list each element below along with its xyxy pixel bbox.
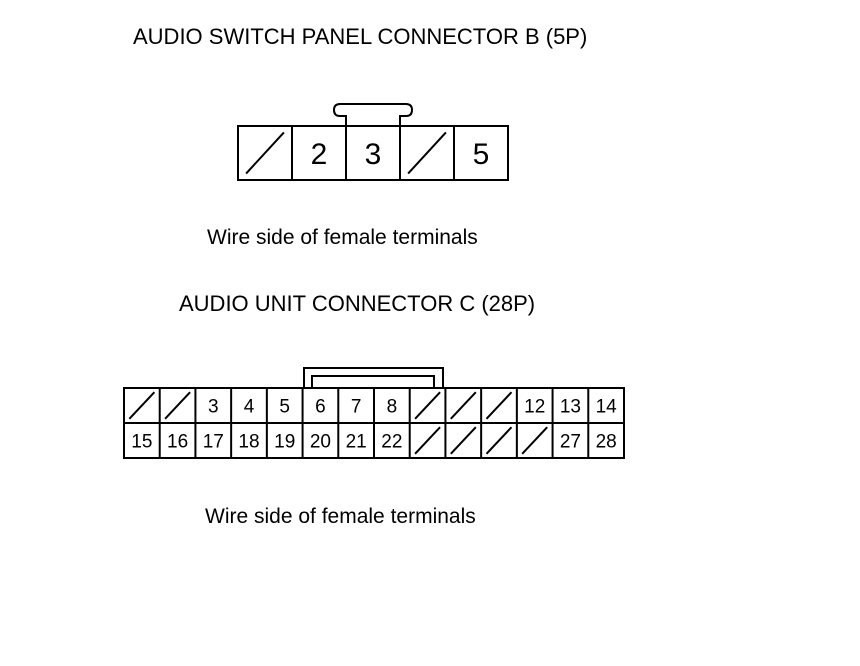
connector-c-bottom-pin-label: 15 xyxy=(131,431,152,452)
connector-c-bottom-pin-label: 22 xyxy=(381,431,402,452)
connector-c-lock-tab xyxy=(303,367,444,388)
connector-c-top-pin-label: 12 xyxy=(524,396,545,417)
connector-c-top-pin-label: 13 xyxy=(560,396,581,417)
connector-c-bottom-pin-label: 17 xyxy=(203,431,224,452)
connector-c-bottom-pin-label: 28 xyxy=(596,431,617,452)
connector-c-top-pin-label: 5 xyxy=(279,396,290,417)
connector-c-top-unused-slash xyxy=(485,391,513,420)
connector-c-bottom-pin-label: 27 xyxy=(560,431,581,452)
connector-c-bottom-pin-label: 20 xyxy=(310,431,331,452)
connector-c-top-pin-label: 8 xyxy=(387,396,398,417)
connector-c-title: AUDIO UNIT CONNECTOR C (28P) xyxy=(179,291,536,316)
connector-b-pin-label: 2 xyxy=(311,138,328,171)
connector-c-top-pin-label: 6 xyxy=(315,396,326,417)
connector-c-top-pin-label: 14 xyxy=(596,396,618,417)
connector-c-bottom-unused-slash xyxy=(450,426,477,455)
connector-b-unused-slash xyxy=(245,131,285,175)
connector-c-bottom-unused-slash xyxy=(414,426,441,455)
connector-c-top-pin-label: 3 xyxy=(208,396,219,417)
connector-c-top-pin-label: 4 xyxy=(244,396,255,417)
connector-c-caption: Wire side of female terminals xyxy=(205,505,476,528)
connector-b-pin-label: 5 xyxy=(473,138,490,171)
connector-c-bottom-pin-label: 18 xyxy=(238,431,259,452)
connector-c-top-unused-slash xyxy=(414,391,441,420)
connector-c-top-unused-slash xyxy=(164,391,191,420)
connector-b-lock-tab xyxy=(332,103,414,126)
connector-c-top-pin-label: 7 xyxy=(351,396,362,417)
connector-c-bottom-pin-label: 21 xyxy=(346,431,367,452)
connector-c-bottom-unused-slash xyxy=(521,426,548,455)
connector-c-bottom-unused-slash xyxy=(485,426,513,455)
connector-c-bottom-pin-label: 19 xyxy=(274,431,295,452)
connector-c-top-unused-slash xyxy=(128,391,156,420)
connector-c-top-unused-slash xyxy=(450,391,477,420)
connector-b-body xyxy=(237,125,509,181)
connector-c-diagram: 3 4 5 6 7 8 12 13 14 15 16 17 18 19 20 21 22 27 28 xyxy=(123,367,625,459)
connector-b-unused-slash xyxy=(407,131,447,175)
connector-b-title: AUDIO SWITCH PANEL CONNECTOR B (5P) xyxy=(133,24,588,49)
connector-b-diagram: 2 3 5 xyxy=(237,103,509,181)
connector-b-pin-label: 3 xyxy=(365,138,382,171)
connector-b-caption: Wire side of female terminals xyxy=(207,226,478,249)
connector-c-bottom-pin-label: 16 xyxy=(167,431,188,452)
